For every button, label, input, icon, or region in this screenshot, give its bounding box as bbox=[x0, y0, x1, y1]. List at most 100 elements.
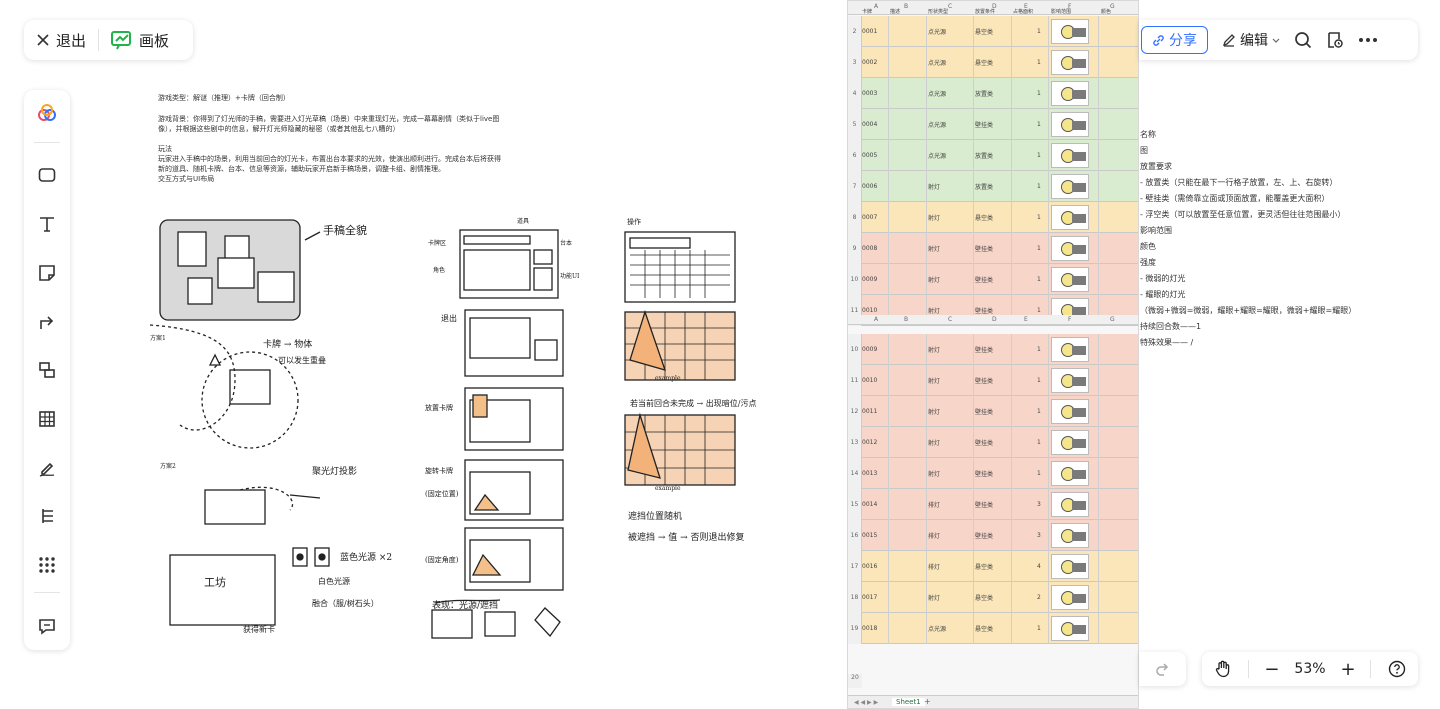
grid-line bbox=[1098, 520, 1099, 551]
sheet-nav-arrows[interactable]: ◀ ◀ ▶ ▶ bbox=[854, 699, 879, 706]
grid-line bbox=[1098, 613, 1099, 644]
zoom-in-button[interactable]: + bbox=[1340, 658, 1356, 680]
col-header: C bbox=[948, 3, 953, 10]
spec-line: - 耀眼的灯光 bbox=[1140, 290, 1186, 299]
palette-button[interactable] bbox=[24, 98, 70, 130]
hand-tool-button[interactable] bbox=[1208, 660, 1238, 678]
col-header: C bbox=[948, 316, 953, 323]
sketch-label: (固定位置) bbox=[425, 490, 459, 498]
grid-line bbox=[1098, 295, 1099, 326]
sketch-label: 操作 bbox=[627, 218, 641, 226]
grid-line bbox=[926, 78, 927, 109]
card-id-cell: 0012 bbox=[862, 439, 878, 446]
grid-line bbox=[926, 109, 927, 140]
grid-line bbox=[1098, 109, 1099, 140]
grid-line bbox=[926, 202, 927, 233]
grid-line bbox=[1048, 109, 1049, 140]
card-spreadsheet[interactable]: A B C D E F G 卡牌 描述 形状类型 放置条件 占格面积 影响范围 … bbox=[847, 0, 1139, 709]
zoom-out-button[interactable]: − bbox=[1264, 658, 1280, 680]
grid-line bbox=[926, 582, 927, 613]
table-icon bbox=[39, 411, 55, 427]
add-sheet-icon[interactable]: + bbox=[924, 697, 931, 706]
grid-line bbox=[1011, 233, 1012, 264]
grid-line bbox=[1011, 613, 1012, 644]
sketch-label: 蓝色光源 ×2 bbox=[340, 553, 393, 563]
history-button[interactable] bbox=[1326, 31, 1344, 49]
connector-tool[interactable] bbox=[24, 306, 70, 338]
sidebar-divider bbox=[34, 142, 60, 143]
col-header: F bbox=[1068, 316, 1072, 323]
grid-line bbox=[973, 334, 974, 365]
sheet-tab-bar: ◀ ◀ ▶ ▶ Sheet1 + bbox=[848, 695, 1138, 708]
range-thumbnail bbox=[1051, 461, 1089, 486]
grid-line bbox=[1048, 295, 1049, 326]
grid-line bbox=[926, 489, 927, 520]
table-tool[interactable] bbox=[24, 403, 70, 435]
row-number: 14 bbox=[848, 458, 862, 489]
pen-tool[interactable] bbox=[24, 452, 70, 484]
frame-icon bbox=[39, 362, 55, 378]
range-block bbox=[1072, 501, 1086, 510]
area-cell: 4 bbox=[1037, 563, 1041, 570]
sketch-label: example bbox=[655, 375, 681, 382]
search-button[interactable] bbox=[1294, 31, 1312, 49]
area-cell: 1 bbox=[1037, 439, 1041, 446]
grid-line bbox=[1098, 427, 1099, 458]
shape-type-cell: 排灯 bbox=[928, 564, 941, 571]
grid-line bbox=[1098, 140, 1099, 171]
grid-line bbox=[926, 16, 927, 47]
sketch-label: 若当前回合未完成 → 出现暗位/污点 bbox=[630, 399, 757, 408]
note-line: 游戏背景：你得到了灯光师的手稿，需要进入灯光草稿（场景）中来重现灯光，完成一幕幕… bbox=[158, 115, 500, 123]
placement-cell: 壁挂类 bbox=[975, 347, 994, 354]
sketch-label: 表现：光源/遮挡 bbox=[432, 601, 499, 611]
grid-line bbox=[926, 458, 927, 489]
row-number: 11 bbox=[848, 365, 862, 396]
range-block bbox=[1072, 532, 1086, 541]
sketch-label: example bbox=[655, 485, 681, 492]
grid-line bbox=[1048, 582, 1049, 613]
area-cell: 2 bbox=[1037, 594, 1041, 601]
grid-line bbox=[973, 202, 974, 233]
grid-line bbox=[973, 396, 974, 427]
grid-line bbox=[888, 396, 889, 427]
comment-button[interactable] bbox=[24, 610, 70, 642]
share-button[interactable]: 分享 bbox=[1141, 26, 1208, 54]
zoom-level[interactable]: 53% bbox=[1294, 661, 1326, 677]
exit-button[interactable]: 退出 bbox=[36, 30, 86, 51]
grid-line bbox=[926, 427, 927, 458]
sketch-label: 方案2 bbox=[160, 463, 176, 470]
area-cell: 1 bbox=[1037, 377, 1041, 384]
grid-line bbox=[926, 264, 927, 295]
shape-type-cell: 射灯 bbox=[928, 409, 941, 416]
edit-button[interactable]: 编辑 bbox=[1222, 30, 1280, 50]
range-block bbox=[1072, 59, 1086, 68]
more-apps-icon bbox=[39, 557, 55, 573]
range-thumbnail bbox=[1051, 50, 1089, 75]
rectangle-tool[interactable] bbox=[24, 159, 70, 191]
shape-type-cell: 射灯 bbox=[928, 471, 941, 478]
more-button[interactable] bbox=[1358, 37, 1378, 43]
row-number: 6 bbox=[848, 140, 862, 171]
help-button[interactable] bbox=[1382, 660, 1412, 678]
more-apps-button[interactable] bbox=[24, 549, 70, 581]
header-cell: 形状类型 bbox=[928, 9, 949, 15]
placement-cell: 悬空类 bbox=[975, 215, 994, 222]
text-tool[interactable] bbox=[24, 208, 70, 240]
card-id-cell: 0017 bbox=[862, 594, 878, 601]
grid-line bbox=[1098, 264, 1099, 295]
sticky-note-tool[interactable] bbox=[24, 257, 70, 289]
grid-line bbox=[888, 47, 889, 78]
mindmap-tool[interactable] bbox=[24, 500, 70, 532]
board-button[interactable]: 画板 bbox=[111, 30, 169, 51]
more-icon bbox=[1359, 38, 1377, 42]
sheet-tab[interactable]: Sheet1 bbox=[892, 698, 925, 706]
grid-line bbox=[888, 520, 889, 551]
range-block bbox=[1072, 245, 1086, 254]
row-number: 8 bbox=[848, 202, 862, 233]
redo-button[interactable] bbox=[1155, 662, 1171, 676]
frame-tool[interactable] bbox=[24, 354, 70, 386]
share-label: 分享 bbox=[1169, 33, 1197, 49]
placement-cell: 壁挂类 bbox=[975, 277, 994, 284]
